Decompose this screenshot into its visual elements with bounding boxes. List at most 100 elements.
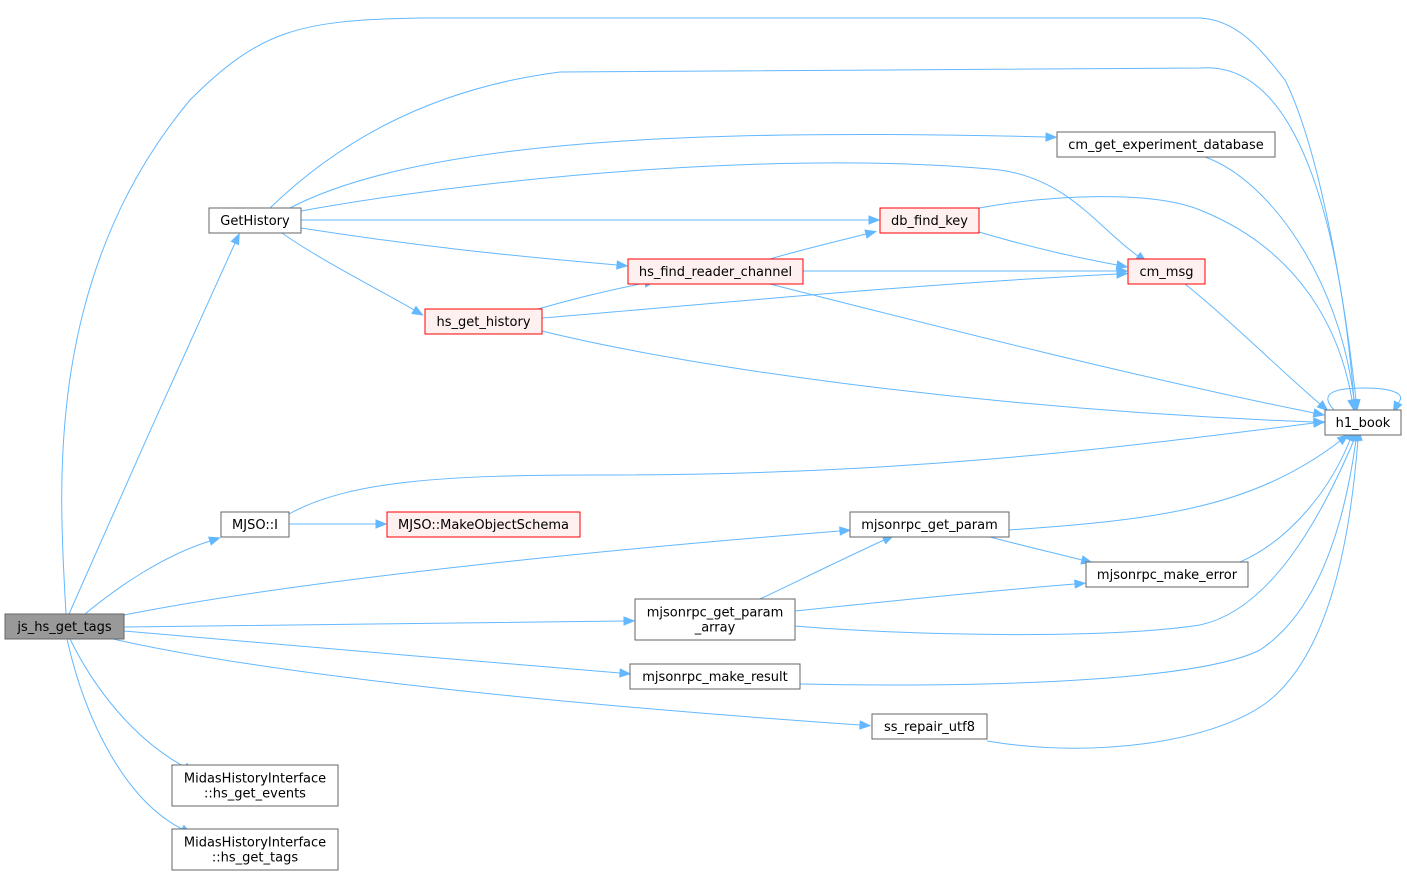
- node-mjsonrpc-get-param-array[interactable]: mjsonrpc_get_param_array: [634, 598, 796, 641]
- node-label: MidasHistoryInterface: [184, 836, 326, 851]
- node-cm-get-experiment-database[interactable]: cm_get_experiment_database: [1056, 131, 1276, 158]
- node-mjso-makeobjectschema[interactable]: MJSO::MakeObjectSchema: [386, 511, 581, 538]
- edge-line: [1184, 283, 1321, 405]
- edge-arrowhead: [864, 229, 878, 239]
- node-box: [879, 207, 980, 234]
- edge-db_find_key-to-h1_book: [978, 196, 1357, 412]
- edge-arrowhead: [1045, 132, 1058, 142]
- node-label: MJSO::I: [232, 518, 278, 533]
- edge-cm_get_experiment_database-to-h1_book: [1204, 156, 1359, 412]
- edge-line: [123, 630, 621, 674]
- node-cm-msg[interactable]: cm_msg: [1127, 258, 1206, 285]
- edge-line: [66, 638, 183, 830]
- edge-line: [300, 162, 1139, 257]
- node-box: [1085, 561, 1249, 588]
- node-label: mjsonrpc_make_error: [1097, 568, 1238, 583]
- node-label: ss_repair_utf8: [884, 720, 975, 735]
- edge-line: [61, 17, 1357, 615]
- edge-line: [1327, 387, 1402, 411]
- node-mjso-i[interactable]: MJSO::I: [220, 511, 290, 538]
- edge-ss_repair_utf8-to-h1_book: [986, 428, 1363, 749]
- node-h1-book[interactable]: h1_book: [1324, 409, 1402, 436]
- edge-line: [799, 439, 1357, 686]
- node-box: [1056, 131, 1276, 158]
- edge-line: [794, 583, 1076, 612]
- edge-arrowhead: [868, 215, 881, 225]
- node-ss-repair-utf8[interactable]: ss_repair_utf8: [871, 713, 988, 740]
- node-label: mjsonrpc_get_param: [861, 518, 998, 533]
- edge-line: [1008, 440, 1341, 531]
- edge-arrowhead: [619, 668, 632, 678]
- edge-gethistory-to-hs_find_reader_channel: [300, 227, 629, 270]
- node-label: ::hs_get_tags: [212, 851, 298, 866]
- node-label: GetHistory: [220, 214, 290, 229]
- node-gethistory[interactable]: GetHistory: [208, 207, 302, 234]
- edge-arrowhead: [375, 519, 388, 529]
- edge-mjsonrpc_make_result-to-h1_book: [799, 428, 1361, 686]
- edge-line: [541, 330, 1315, 423]
- edge-gethistory-to-db_find_key: [301, 215, 881, 225]
- node-db-find-key[interactable]: db_find_key: [879, 207, 980, 234]
- node-box: [627, 258, 804, 285]
- edge-arrowhead: [1312, 418, 1326, 428]
- edge-line: [986, 439, 1359, 749]
- node-label: hs_find_reader_channel: [639, 265, 792, 280]
- node-label: h1_book: [1336, 416, 1391, 431]
- node-label: cm_get_experiment_database: [1068, 138, 1264, 153]
- node-label: cm_msg: [1140, 265, 1194, 280]
- edge-line: [978, 196, 1353, 401]
- node-label: db_find_key: [891, 214, 968, 229]
- edge-line: [288, 422, 1315, 515]
- edge-line: [281, 232, 415, 311]
- edge-arrowhead: [1116, 266, 1129, 276]
- edge-line: [269, 67, 1355, 401]
- node-box: [4, 613, 125, 640]
- node-mjsonrpc-make-error[interactable]: mjsonrpc_make_error: [1085, 561, 1249, 588]
- edge-h1_book-to-h1_book: [1327, 387, 1403, 414]
- edge-arrowhead: [1312, 408, 1326, 418]
- edge-mjsonrpc_get_param-to-mjsonrpc_make_error: [989, 536, 1094, 565]
- edge-line: [1239, 439, 1351, 563]
- edge-line: [68, 242, 236, 615]
- edge-hs_find_reader_channel-to-db_find_key: [769, 229, 878, 260]
- edge-line: [289, 133, 1047, 209]
- edge-arrowhead: [839, 526, 852, 536]
- node-mjsonrpc-make-result[interactable]: mjsonrpc_make_result: [629, 663, 801, 690]
- node-hs-find-reader-channel[interactable]: hs_find_reader_channel: [627, 258, 804, 285]
- edge-line: [112, 638, 861, 726]
- edge-root-to-mhi_hs_get_events: [69, 638, 195, 773]
- node-box: [424, 308, 543, 335]
- node-label: _array: [694, 621, 736, 636]
- edge-arrowhead: [1316, 400, 1329, 412]
- node-box: [171, 828, 339, 871]
- node-label: mjsonrpc_get_param: [647, 606, 784, 621]
- node-mhi-hs-get-tags[interactable]: MidasHistoryInterface::hs_get_tags: [171, 828, 339, 871]
- edge-root-to-mjsonrpc_get_param_array: [123, 616, 636, 628]
- node-box: [1127, 258, 1206, 285]
- edge-mjso_i-to-mjso_makeobjectschema: [289, 519, 388, 529]
- node-box: [1324, 409, 1402, 436]
- edge-mjsonrpc_get_param_array-to-mjsonrpc_get_param: [759, 535, 895, 600]
- edge-arrowhead: [411, 305, 424, 316]
- edge-line: [769, 233, 867, 260]
- edge-gethistory-to-cm_msg: [300, 162, 1148, 263]
- edge-arrowhead: [1336, 434, 1350, 446]
- edge-line: [541, 273, 1118, 319]
- edge-hs_get_history-to-h1_book: [541, 330, 1326, 427]
- node-mjsonrpc-get-param[interactable]: mjsonrpc_get_param: [849, 511, 1010, 538]
- node-label: mjsonrpc_make_result: [642, 670, 787, 685]
- edge-arrowhead: [1074, 579, 1087, 589]
- node-box: [386, 511, 581, 538]
- edge-hs_find_reader_channel-to-h1_book: [769, 283, 1326, 418]
- node-mhi-hs-get-events[interactable]: MidasHistoryInterface::hs_get_events: [171, 764, 339, 807]
- node-label: MidasHistoryInterface: [184, 772, 326, 787]
- edge-line: [1204, 156, 1355, 401]
- edge-line: [537, 282, 646, 310]
- edge-line: [759, 539, 885, 600]
- node-box: [634, 598, 796, 641]
- node-label: hs_get_history: [436, 315, 530, 330]
- node-hs-get-history[interactable]: hs_get_history: [424, 308, 543, 335]
- node-root[interactable]: js_hs_get_tags: [4, 613, 125, 640]
- edge-mjsonrpc_make_error-to-h1_book: [1239, 429, 1355, 563]
